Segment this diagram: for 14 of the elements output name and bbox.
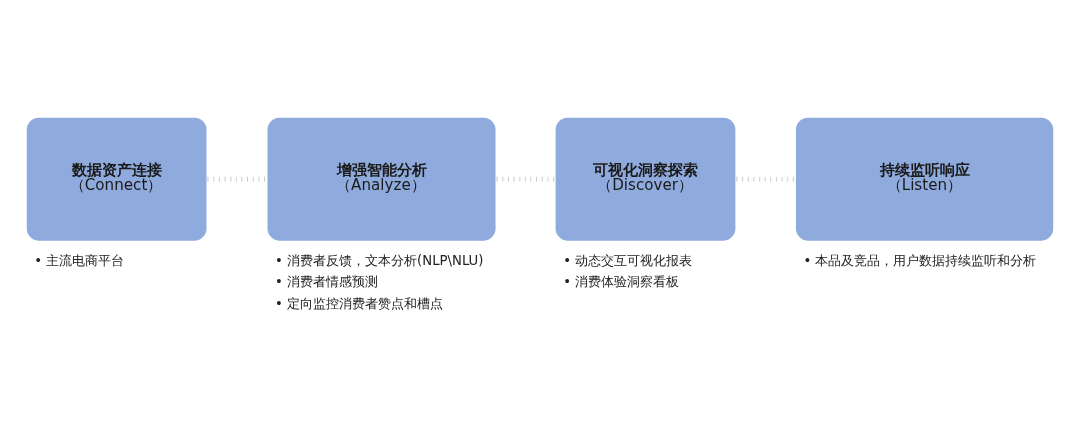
node-label: • 定向监控消费者赞点和槽点 [275, 295, 444, 311]
node-box: 可视化洞察探索 （Discover） [555, 117, 736, 241]
node-box: 持续监听响应 （Listen） [795, 117, 1054, 241]
connector [736, 176, 795, 182]
node-label: • 本品及竞品，用户数据持续监听和分析 [803, 252, 1037, 268]
connector [496, 176, 555, 182]
connector [207, 176, 267, 182]
node-label: • 动态交互可视化报表 [563, 252, 693, 268]
node-label: • 主流电商平台 [34, 252, 125, 268]
node-box: 增强智能分析 （Analyze） [267, 117, 496, 241]
node-box: 数据资产连接 （Connect） [26, 117, 207, 241]
node-label: • 消费者情感预测 [275, 273, 379, 289]
node-label: • 消费者反馈，文本分析(NLP\NLU) [275, 252, 484, 268]
node-label: • 消费体验洞察看板 [563, 273, 680, 289]
